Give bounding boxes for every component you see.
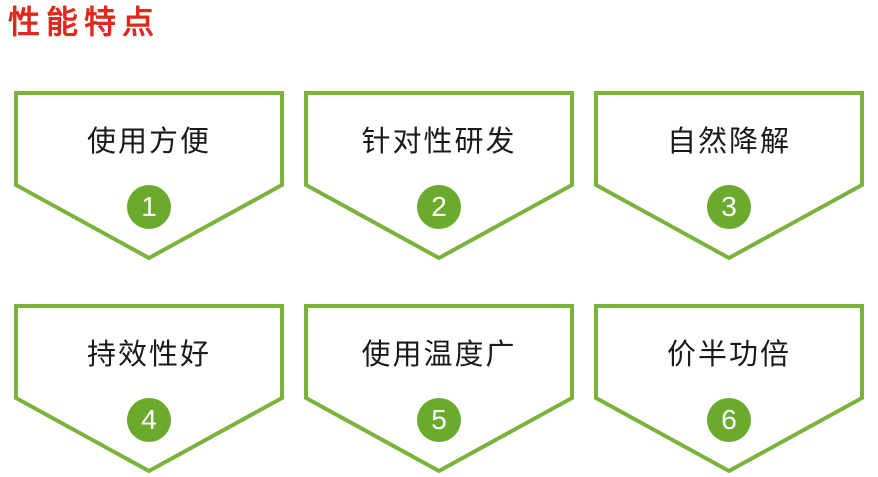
feature-card-3: 自然降解 3	[594, 91, 864, 261]
feature-number-badge: 3	[707, 185, 751, 229]
pentagon-frame-icon	[304, 304, 574, 474]
feature-number-badge: 1	[127, 185, 171, 229]
feature-number-badge: 6	[707, 398, 751, 442]
feature-card-2: 针对性研发 2	[304, 91, 574, 261]
pentagon-frame-icon	[594, 304, 864, 474]
feature-label: 自然降解	[666, 124, 791, 158]
pentagon-frame-icon	[14, 304, 284, 474]
feature-label: 针对性研发	[361, 124, 517, 158]
feature-card-6: 价半功倍 6	[594, 304, 864, 474]
feature-label: 价半功倍	[666, 337, 791, 371]
feature-card-4: 持效性好 4	[14, 304, 284, 474]
feature-label: 使用温度广	[361, 337, 517, 371]
feature-number-badge: 2	[417, 185, 461, 229]
feature-number-badge: 5	[417, 398, 461, 442]
feature-number-badge: 4	[127, 398, 171, 442]
page-title: 性能特点	[8, 3, 161, 41]
pentagon-frame-icon	[14, 91, 284, 261]
feature-card-1: 使用方便 1	[14, 91, 284, 261]
feature-label: 持效性好	[86, 337, 211, 371]
feature-label: 使用方便	[86, 124, 211, 158]
pentagon-frame-icon	[594, 91, 864, 261]
pentagon-frame-icon	[304, 91, 574, 261]
feature-card-5: 使用温度广 5	[304, 304, 574, 474]
